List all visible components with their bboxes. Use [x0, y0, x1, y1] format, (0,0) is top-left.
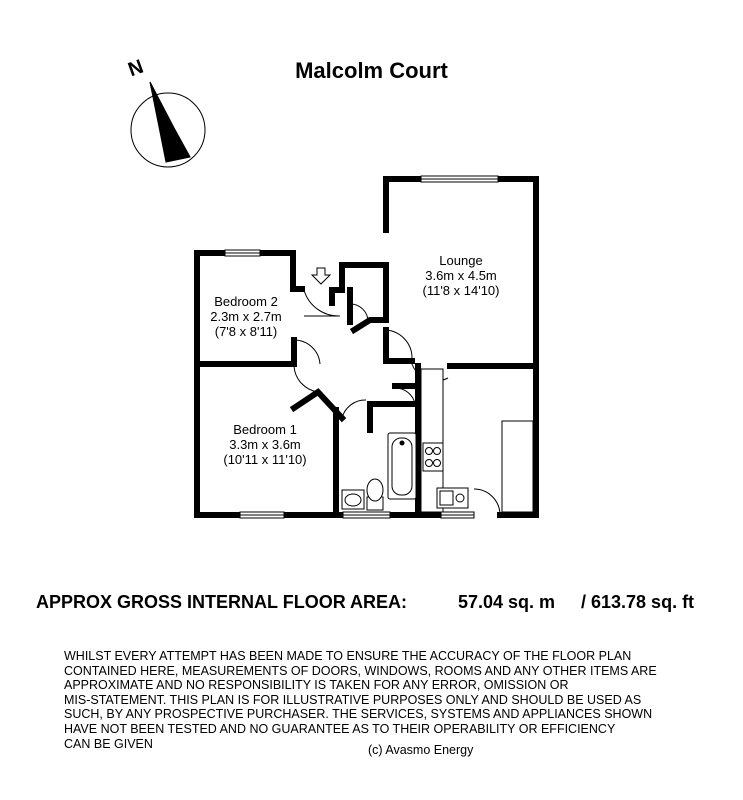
door-bedroom2: [293, 339, 321, 365]
bedroom1-metric: 3.3m x 3.6m: [229, 437, 301, 452]
bedroom1-name: Bedroom 1: [233, 422, 297, 437]
kitchen-worktop: [420, 368, 444, 513]
door-bathroom: [341, 399, 367, 419]
bedroom2-imperial: (7'8 x 8'11): [215, 324, 278, 339]
wall-lounge-nw: [383, 176, 424, 233]
floor-plan: N: [125, 56, 539, 519]
wall-lounge-east: [447, 176, 539, 369]
door-bedroom1: [293, 365, 319, 393]
bath-inner: [391, 437, 413, 496]
disclaimer-text: WHILST EVERY ATTEMPT HAS BEEN MADE TO EN…: [64, 649, 657, 751]
wall-west: [194, 250, 243, 518]
room-labels: Lounge 3.6m x 4.5m (11'8 x 14'10) Bedroo…: [210, 253, 499, 467]
windows: [224, 175, 499, 519]
door-cupboard: [394, 387, 416, 405]
bedroom2-metric: 2.3m x 2.7m: [210, 309, 282, 324]
wall-kitchen-east: [497, 363, 539, 518]
hob-icon: [422, 442, 444, 472]
bedroom1-imperial: (10'11 x 11'10): [223, 452, 306, 467]
wall-bed1-angle: [289, 388, 347, 423]
wall-cupboard-angle: [349, 317, 389, 335]
compass-circle: [130, 92, 206, 168]
bathroom-fittings: [341, 432, 417, 511]
kitchen-fittings: [420, 368, 534, 513]
compass-needle-dark: [149, 81, 191, 163]
lounge-imperial: (11'8 x 14'10): [423, 283, 500, 298]
door-store: [351, 303, 369, 321]
north-arrow-icon: N: [125, 56, 206, 168]
walls: [194, 176, 539, 518]
toilet-icon: [366, 478, 384, 502]
floor-area-label: APPROX GROSS INTERNAL FLOOR AREA:: [36, 592, 408, 612]
credit-text: (c) Avasmo Energy: [368, 743, 474, 757]
compass-label: N: [125, 56, 146, 82]
bedroom2-name: Bedroom 2: [214, 294, 278, 309]
wall-bed2-north-b: [257, 250, 296, 292]
floor-area: APPROX GROSS INTERNAL FLOOR AREA: 57.04 …: [36, 592, 694, 613]
lounge-name: Lounge: [439, 253, 482, 268]
floor-area-imperial: / 613.78 sq. ft: [581, 592, 695, 612]
door-back: [473, 488, 501, 516]
wall-entrance-cupboard: [329, 262, 345, 306]
floor-area-metric: 57.04 sq. m: [458, 592, 556, 612]
entrance-arrow-icon: [310, 267, 332, 285]
lounge-metric: 3.6m x 4.5m: [425, 268, 497, 283]
plan-title: Malcolm Court: [295, 58, 448, 83]
kitchen-unit: [501, 420, 534, 513]
door-lounge: [385, 329, 413, 359]
